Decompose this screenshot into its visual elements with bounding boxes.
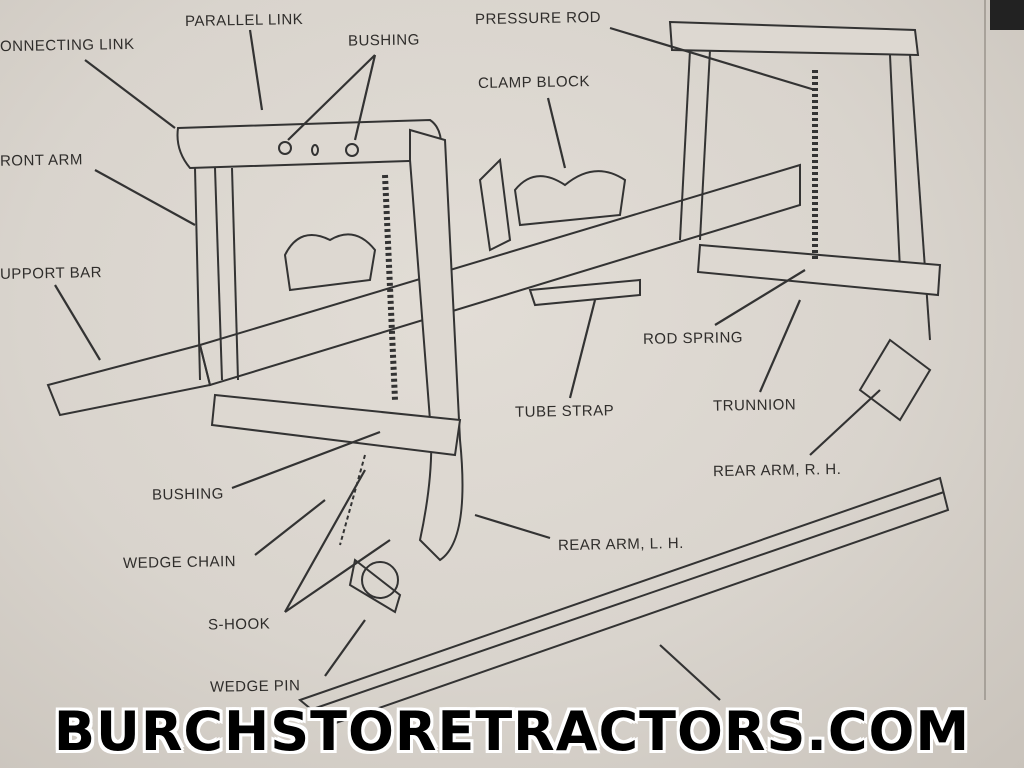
label-bushing-bottom: BUSHING <box>151 485 224 504</box>
label-front-arm: RONT ARM <box>0 151 84 170</box>
label-bushing-top: BUSHING <box>347 31 420 50</box>
support-bar <box>46 163 801 417</box>
leader-lines <box>54 26 881 701</box>
label-pressure-rod: PRESSURE ROD <box>474 8 602 29</box>
label-parallel-link: PARALLEL LINK <box>184 10 304 31</box>
watermark: BURCHSTORETRACTORS.COM <box>53 700 971 763</box>
lower-bar <box>298 476 950 727</box>
label-connecting-link: ONNECTING LINK <box>0 35 135 56</box>
label-wedge-chain: WEDGE CHAIN <box>122 553 237 572</box>
label-rear-arm-lh: REAR ARM, L. H. <box>557 534 684 555</box>
dark-corner <box>990 0 1024 30</box>
label-support-bar: UPPORT BAR <box>0 264 103 283</box>
label-rod-spring: ROD SPRING <box>642 329 744 348</box>
clamp-block-drawing <box>478 157 641 307</box>
label-wedge-pin: WEDGE PIN <box>209 677 301 696</box>
left-assembly <box>176 118 464 614</box>
label-trunnion: TRUNNION <box>712 396 797 415</box>
label-rear-arm-rh: REAR ARM, R. H. <box>712 460 842 481</box>
label-s-hook: S-HOOK <box>207 615 271 634</box>
right-assembly <box>668 20 942 422</box>
label-tube-strap: TUBE STRAP <box>514 402 615 421</box>
label-clamp-block: CLAMP BLOCK <box>477 73 591 92</box>
